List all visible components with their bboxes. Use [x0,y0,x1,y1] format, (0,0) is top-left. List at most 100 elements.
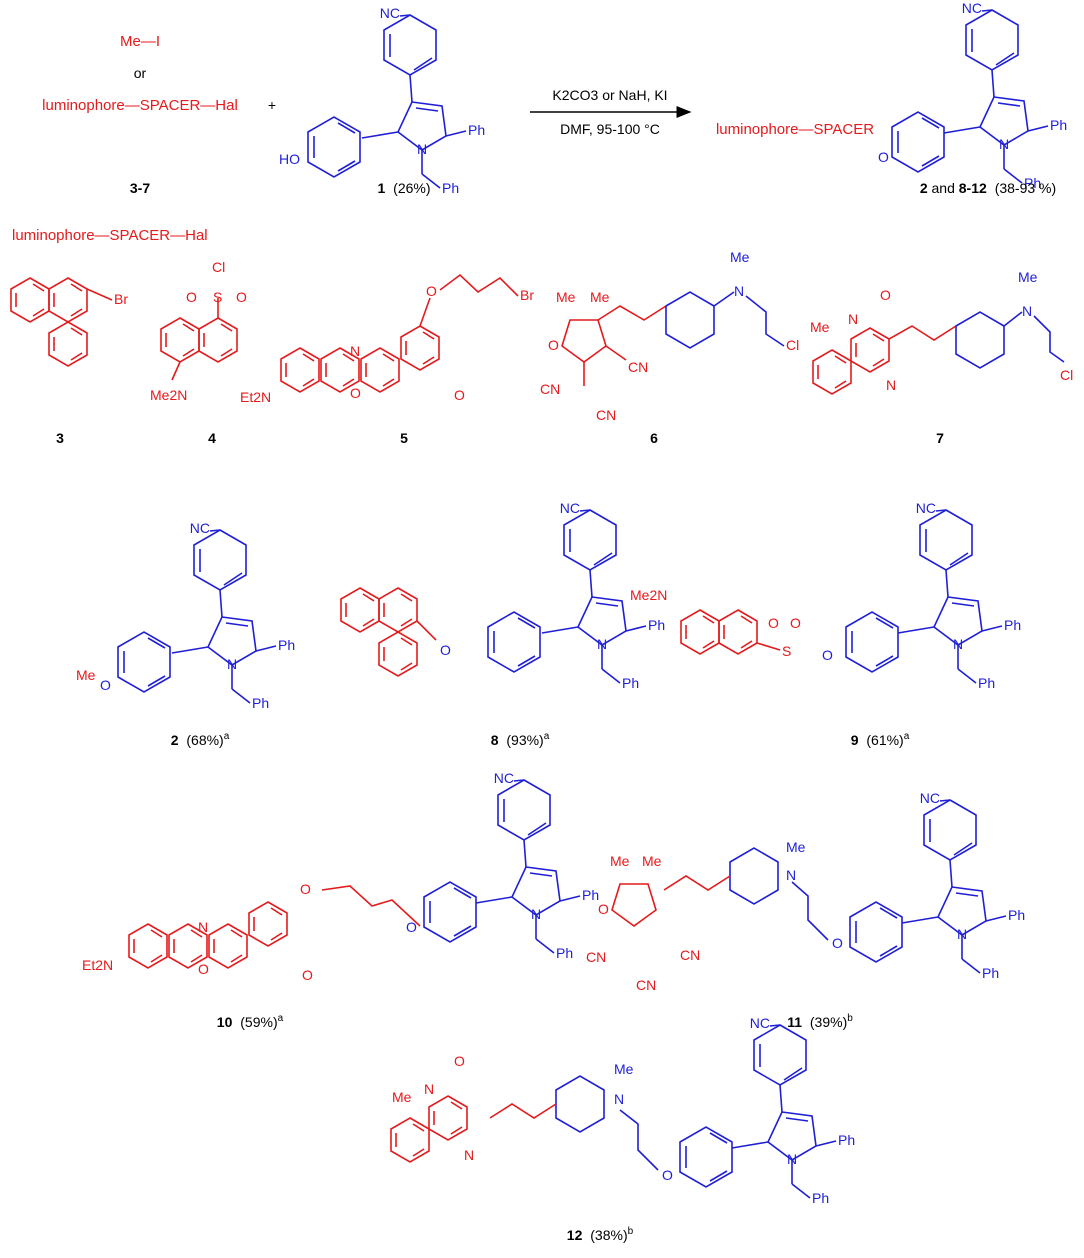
svg-text:Me: Me [614,1061,634,1077]
products-row-3: O N Me N Me O N 12 (38%)b [390,1014,856,1243]
svg-text:Me: Me [810,319,830,335]
svg-text:CN: CN [636,977,656,993]
general-product-structure: O [878,0,1068,192]
svg-text:O: O [426,283,437,299]
product-11-structure: O N Me O Me Me CN CN CN [586,789,1026,993]
luminophore-6-label: 6 [650,430,658,446]
luminophore-header: luminophore—SPACER—Hal [12,227,208,244]
product-12-label: 12 (38%)b [567,1226,634,1243]
svg-text:N: N [848,311,858,327]
product-2-label: 2 (68%)a [171,731,230,748]
svg-text:O: O [186,289,197,305]
product-11-label: 11 (39%)b [787,1013,853,1030]
plus-sign: + [268,97,276,113]
svg-text:Me: Me [76,667,96,683]
luminophore-4-structure: S O O Cl Me2N [150,259,247,403]
reagent-line-2: DMF, 95-100 °C [560,121,660,137]
svg-text:CN: CN [628,359,648,375]
svg-text:O: O [832,935,843,951]
svg-text:Br: Br [114,291,128,307]
svg-text:O: O [768,615,779,631]
svg-text:O: O [598,901,609,917]
svg-text:Me: Me [556,289,576,305]
or-label: or [134,65,147,81]
general-product-label: luminophore—SPACER [716,121,874,138]
product-8-structure: O [340,499,666,692]
svg-text:Me: Me [642,853,662,869]
product-10-label: 10 (59%)a [217,1013,284,1030]
svg-text:CN: CN [540,381,560,397]
svg-text:CN: CN [586,949,606,965]
reagent-line-1: K2CO3 or NaH, KI [552,87,667,103]
svg-text:Et2N: Et2N [82,957,113,973]
luminophore-6-structure: O Me Me CN CN CN N Me Cl [540,249,799,423]
product-range-label: 2 and 8-12 (38-93 %) [920,180,1056,196]
svg-text:O: O [300,881,311,897]
luminophore-5-label: 5 [400,430,408,446]
svg-text:N: N [786,867,796,883]
svg-text:Me2N: Me2N [150,387,187,403]
product-10-structure: O O N O O Et2N [82,769,600,983]
luminophore-row: luminophore—SPACER—Hal Br 3 S O O Cl Me2… [10,227,1073,446]
svg-text:N: N [886,377,896,393]
luminophore-7-label: 7 [936,430,944,446]
svg-text:O: O [548,337,559,353]
svg-text:Me: Me [610,853,630,869]
svg-text:Me2N: Me2N [630,587,667,603]
svg-text:N: N [350,343,360,359]
luminophore-7-structure: N Me O N N Me Cl [810,269,1073,395]
luminophore-4-label: 4 [208,430,216,446]
svg-text:O: O [454,1053,465,1069]
svg-text:N: N [614,1091,624,1107]
svg-text:Me: Me [392,1089,412,1105]
svg-text:Me: Me [730,249,750,265]
svg-text:N: N [464,1147,474,1163]
svg-text:S: S [213,289,222,305]
svg-text:Me: Me [1018,269,1038,285]
svg-text:O: O [236,289,247,305]
svg-text:O: O [880,287,891,303]
compound-1-label: 1 (26%) [377,180,430,196]
luminophore-5-structure: O Br N O O Et2N [240,273,534,405]
general-reactant-label: luminophore—SPACER—Hal [42,97,238,114]
svg-text:O: O [406,919,417,935]
svg-text:CN: CN [680,947,700,963]
svg-text:Br: Br [520,287,534,303]
product-2-structure: O Me [76,519,296,712]
svg-text:N: N [734,283,744,299]
compound-1-structure: HO [279,4,486,197]
svg-text:Me: Me [590,289,610,305]
svg-text:Cl: Cl [786,337,799,353]
svg-text:Cl: Cl [212,259,225,275]
svg-text:O: O [440,642,451,658]
svg-text:N: N [1022,303,1032,319]
svg-text:HO: HO [279,151,300,167]
svg-text:N: N [198,919,208,935]
svg-text:Et2N: Et2N [240,389,271,405]
reaction-row: Me—I or luminophore—SPACER—Hal + 3-7 HO … [42,0,1068,197]
svg-text:N: N [424,1081,434,1097]
product-9-label: 9 (61%)a [851,731,910,748]
products-row-2: O O N O O Et2N 10 (59%)a O N Me [82,769,1026,1030]
product-8-label: 8 (93%)a [491,731,550,748]
svg-text:CN: CN [596,407,616,423]
svg-text:O: O [302,967,313,983]
svg-text:O: O [822,647,833,663]
methyl-iodide-label: Me—I [120,33,160,50]
luminophore-3-structure: Br [10,277,128,367]
svg-text:Me: Me [786,839,806,855]
reactant-number-label: 3-7 [130,180,150,196]
svg-text:O: O [198,961,209,977]
svg-text:O: O [662,1167,673,1183]
svg-text:O: O [878,149,889,165]
luminophore-3-label: 3 [56,430,64,446]
svg-text:O: O [100,677,111,693]
svg-text:Cl: Cl [1060,367,1073,383]
product-9-structure: O S O O Me2N [630,499,1022,692]
svg-text:S: S [782,643,791,659]
product-12-structure: O N Me N Me O N [390,1014,856,1207]
products-row-1: O Me 2 (68%)a O 8 (93%)a O [76,499,1022,748]
svg-text:O: O [790,615,801,631]
svg-text:O: O [454,387,465,403]
